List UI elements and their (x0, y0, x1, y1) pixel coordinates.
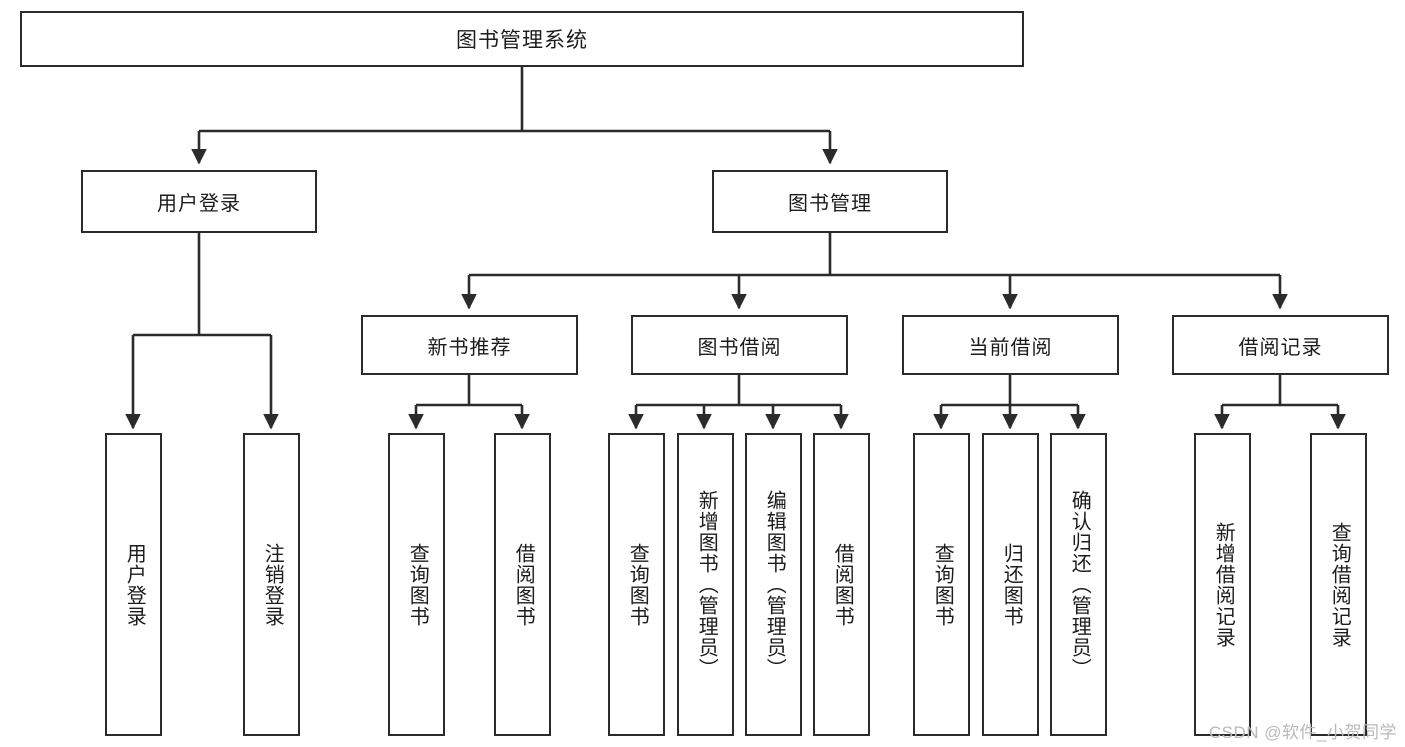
node-book-manage-label: 图书管理 (788, 193, 872, 215)
leaf-current-borrow-query-label: 查询图书 (931, 542, 954, 627)
leaf-new-book-query[interactable]: 查询图书 (388, 433, 445, 736)
leaf-book-borrow-borrow-label: 借阅图书 (831, 542, 854, 627)
node-book-borrow[interactable]: 图书借阅 (631, 315, 848, 375)
node-user-login-label: 用户登录 (157, 193, 241, 215)
leaf-new-book-query-label: 查询图书 (406, 542, 429, 627)
leaf-new-book-borrow[interactable]: 借阅图书 (494, 433, 551, 736)
leaf-book-borrow-query[interactable]: 查询图书 (608, 433, 665, 736)
leaf-borrow-record-add-label: 新增借阅记录 (1212, 521, 1235, 648)
leaf-book-borrow-borrow[interactable]: 借阅图书 (813, 433, 870, 736)
leaf-book-borrow-edit-label: 编辑图书（管理员） (763, 490, 786, 679)
node-current-borrow-label: 当前借阅 (968, 336, 1053, 359)
node-book-borrow-label: 图书借阅 (697, 336, 782, 359)
leaf-borrow-record-query[interactable]: 查询借阅记录 (1310, 433, 1367, 736)
leaf-current-borrow-query[interactable]: 查询图书 (913, 433, 970, 736)
leaf-current-borrow-confirm-label: 确认归还（管理员） (1068, 490, 1091, 679)
leaf-current-borrow-return[interactable]: 归还图书 (982, 433, 1039, 736)
node-new-book-recommend-label: 新书推荐 (427, 336, 512, 359)
node-book-manage[interactable]: 图书管理 (712, 170, 948, 233)
leaf-user-login-logout[interactable]: 注销登录 (243, 433, 300, 736)
leaf-book-borrow-add-label: 新增图书（管理员） (695, 490, 718, 679)
node-new-book-recommend[interactable]: 新书推荐 (361, 315, 578, 375)
leaf-book-borrow-query-label: 查询图书 (626, 542, 649, 627)
leaf-book-borrow-add[interactable]: 新增图书（管理员） (677, 433, 734, 736)
node-borrow-record[interactable]: 借阅记录 (1172, 315, 1389, 375)
leaf-borrow-record-query-label: 查询借阅记录 (1328, 521, 1351, 648)
leaf-user-login-logout-label: 注销登录 (261, 542, 284, 627)
node-root[interactable]: 图书管理系统 (20, 11, 1024, 67)
leaf-current-borrow-return-label: 归还图书 (1000, 542, 1023, 627)
node-borrow-record-label: 借阅记录 (1238, 336, 1323, 359)
leaf-book-borrow-edit[interactable]: 编辑图书（管理员） (745, 433, 802, 736)
leaf-borrow-record-add[interactable]: 新增借阅记录 (1194, 433, 1251, 736)
node-user-login[interactable]: 用户登录 (81, 170, 317, 233)
leaf-user-login-login-label: 用户登录 (123, 542, 146, 627)
watermark: CSDN @软件_小贺同学 (1208, 723, 1397, 742)
node-current-borrow[interactable]: 当前借阅 (902, 315, 1119, 375)
node-root-label: 图书管理系统 (456, 29, 588, 52)
leaf-current-borrow-confirm[interactable]: 确认归还（管理员） (1050, 433, 1107, 736)
leaf-user-login-login[interactable]: 用户登录 (105, 433, 162, 736)
leaf-new-book-borrow-label: 借阅图书 (512, 542, 535, 627)
